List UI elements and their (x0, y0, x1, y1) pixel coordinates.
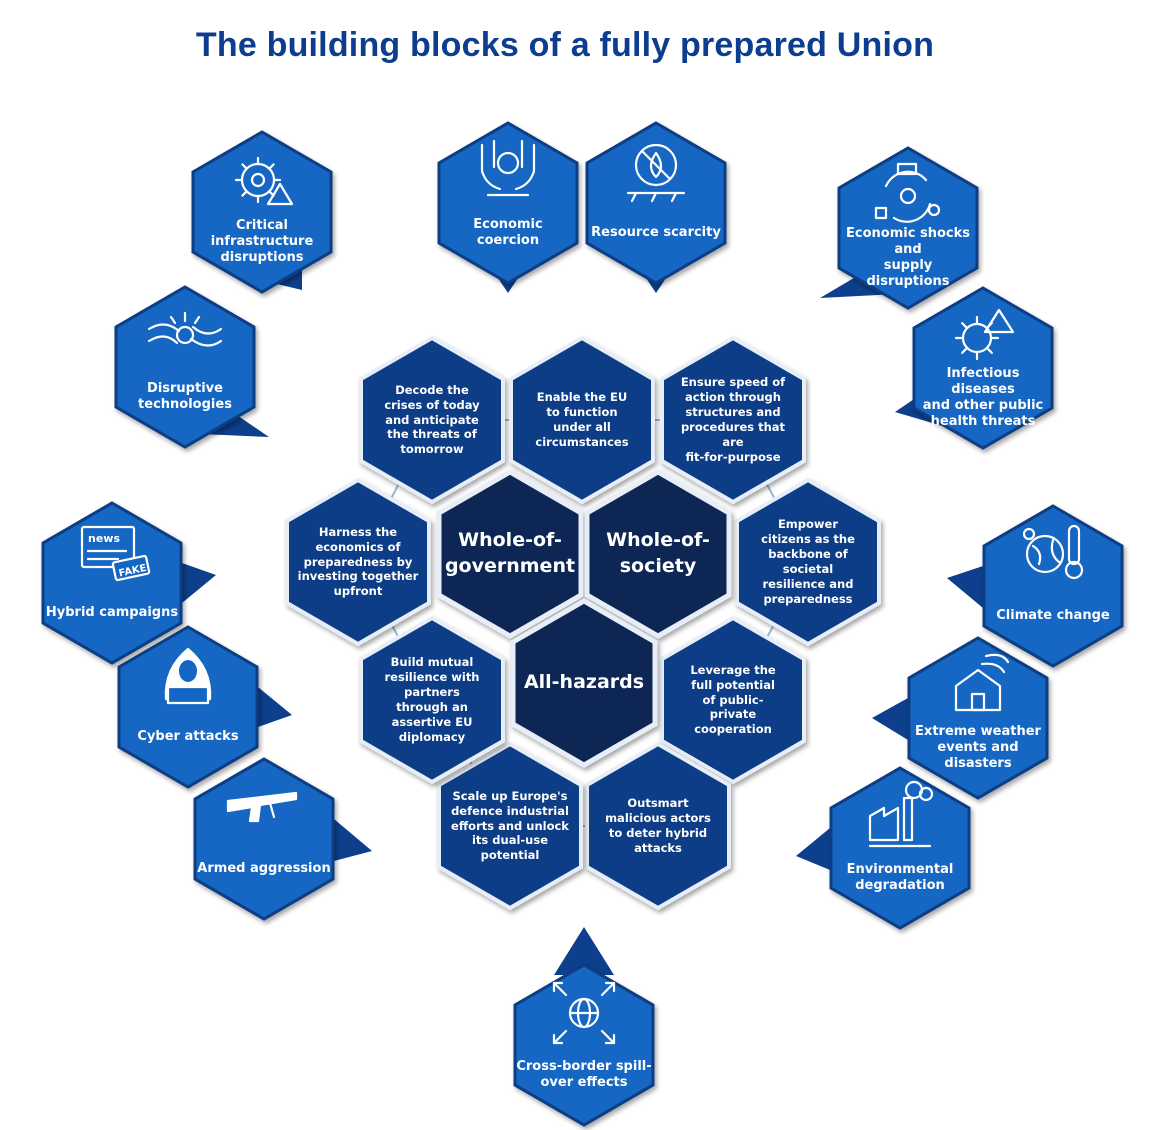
block-harness-text: Harness the economics of preparedness by… (297, 524, 419, 599)
block-mutual-text: Build mutual resilience with partners th… (384, 655, 480, 744)
threat-economic-coercion-text: Economic coercion (473, 217, 543, 248)
block-hex-leverage (660, 615, 806, 785)
block-hex-harness (285, 477, 431, 647)
threat-disruptive-technologies: Disruptive technologies (117, 365, 253, 429)
cross-border-pointer (554, 927, 614, 975)
block-hex-decode (359, 335, 505, 505)
block-empower: Empower citizens as the backbone of soci… (744, 502, 872, 622)
block-scale-up-text: Scale up Europe's defence industrial eff… (451, 788, 569, 863)
block-mutual: Build mutual resilience with partners th… (368, 640, 496, 760)
diagram-title: The building blocks of a fully prepared … (195, 26, 935, 64)
core-all-hazards-text: All-hazards (523, 671, 645, 694)
extreme-weather-pointer (872, 698, 908, 740)
block-harness: Harness the economics of preparedness by… (294, 502, 422, 622)
coin-hands-icon (480, 139, 536, 197)
no-water-icon (626, 143, 686, 203)
cyber-attacks-pointer (258, 687, 292, 727)
threat-extreme-weather-text: Extreme weather events and disasters (915, 724, 1041, 771)
threat-disruptive-technologies-text: Disruptive technologies (138, 381, 232, 412)
block-leverage: Leverage the full potential of public- p… (669, 640, 797, 760)
environmental-degradation-pointer (796, 828, 830, 870)
climate-change-pointer (947, 566, 983, 608)
threat-climate-change-text: Climate change (996, 608, 1110, 624)
armed-aggression-pointer (334, 819, 372, 861)
threat-hex-hybrid-campaigns (41, 501, 183, 665)
block-outsmart: Outsmart malicious actors to deter hybri… (594, 766, 722, 886)
threat-hex-armed-aggression (193, 757, 335, 921)
threat-economic-coercion: Economic coercion (440, 201, 576, 265)
threat-armed-aggression-text: Armed aggression (197, 861, 331, 877)
block-decode: Decode the crises of today and anticipat… (368, 360, 496, 480)
threat-infectious-diseases: Infectious diseases and other public hea… (915, 366, 1051, 430)
block-leverage-text: Leverage the full potential of public- p… (690, 662, 776, 737)
virus-warning-icon (954, 308, 1015, 361)
core-whole-of-society: Whole-of- society (590, 504, 726, 604)
hybrid-campaigns-pointer (182, 563, 216, 603)
threat-infectious-diseases-text: Infectious diseases and other public hea… (922, 366, 1044, 429)
block-enable-eu: Enable the EU to function under all circ… (518, 360, 646, 480)
block-hex-outsmart (585, 741, 731, 911)
block-hex-scale-up (437, 741, 583, 911)
gear-warning-icon (234, 156, 294, 206)
block-enable-eu-text: Enable the EU to function under all circ… (535, 390, 629, 449)
threat-hex-extreme-weather (907, 636, 1049, 800)
news-glyph: news (88, 532, 120, 545)
thermometer-globe-icon (1022, 524, 1084, 580)
block-speed: Ensure speed of action through structure… (669, 360, 797, 480)
rifle-icon (226, 791, 298, 823)
threat-armed-aggression: Armed aggression (196, 837, 332, 901)
block-hex-speed (660, 335, 806, 505)
core-hex-whole-of-society (584, 469, 732, 639)
ring-connector (356, 419, 810, 827)
broken-cable-icon (147, 311, 223, 347)
threat-environmental-degradation: Environmental degradation (832, 846, 968, 910)
threat-hex-critical-infrastructure (191, 130, 333, 294)
block-hex-mutual (359, 615, 505, 785)
block-decode-text: Decode the crises of today and anticipat… (384, 382, 480, 457)
threat-environmental-degradation-text: Environmental degradation (846, 862, 954, 893)
block-empower-text: Empower citizens as the backbone of soci… (761, 517, 855, 606)
threat-hex-economic-coercion (437, 121, 579, 285)
block-scale-up: Scale up Europe's defence industrial eff… (446, 766, 574, 886)
hacker-icon (164, 647, 212, 705)
block-outsmart-text: Outsmart malicious actors to deter hybri… (605, 796, 711, 855)
core-whole-of-government-text: Whole-of- government (444, 529, 576, 577)
polluting-factory-icon (868, 780, 934, 848)
threat-resource-scarcity-text: Resource scarcity (591, 225, 721, 241)
core-hex-whole-of-government (436, 469, 584, 639)
threat-hex-economic-shocks (837, 146, 979, 310)
core-whole-of-government: Whole-of- government (442, 504, 578, 604)
supply-cycle-icon (874, 162, 941, 223)
threat-hex-resource-scarcity (585, 121, 727, 285)
threat-climate-change: Climate change (985, 584, 1121, 648)
threat-hex-cyber-attacks (117, 625, 259, 789)
globe-arrows-icon (552, 981, 616, 1045)
threat-cyber-attacks: Cyber attacks (120, 705, 256, 769)
core-whole-of-society-text: Whole-of- society (606, 529, 710, 577)
threat-hex-environmental-degradation (829, 766, 971, 930)
block-hex-empower (735, 477, 881, 647)
threat-hex-climate-change (982, 504, 1124, 668)
threat-cross-border-text: Cross-border spill- over effects (516, 1059, 652, 1090)
threat-economic-shocks-text: Economic shocks and supply disruptions (846, 226, 970, 289)
block-speed-text: Ensure speed of action through structure… (680, 375, 786, 464)
threat-hybrid-campaigns: Hybrid campaigns (44, 581, 180, 645)
threat-critical-infrastructure: Critical infrastructure disruptions (194, 210, 330, 274)
threat-cyber-attacks-text: Cyber attacks (137, 729, 239, 745)
threat-resource-scarcity: Resource scarcity (588, 201, 724, 265)
threat-cross-border: Cross-border spill- over effects (516, 1043, 652, 1107)
storm-house-icon (954, 653, 1010, 712)
threat-extreme-weather: Extreme weather events and disasters (910, 716, 1046, 780)
threat-critical-infrastructure-text: Critical infrastructure disruptions (210, 218, 314, 265)
threat-economic-shocks: Economic shocks and supply disruptions (840, 226, 976, 290)
core-all-hazards: All-hazards (516, 633, 652, 733)
threat-hybrid-campaigns-text: Hybrid campaigns (45, 605, 179, 621)
block-hex-enable-eu (509, 335, 655, 505)
core-hex-all-hazards (510, 598, 658, 768)
threat-hex-cross-border (513, 963, 655, 1127)
threat-hex-infectious-diseases (912, 286, 1054, 450)
